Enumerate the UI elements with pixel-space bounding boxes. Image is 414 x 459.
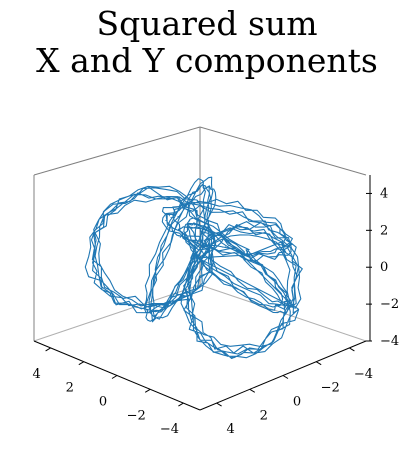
series-point-24	[168, 215, 170, 217]
y-tick-label-1: 2	[260, 408, 268, 423]
x-tick-0	[45, 347, 51, 352]
x-tick-label-3: −2	[127, 408, 146, 423]
y-tick-1	[249, 388, 256, 393]
z-tick-label-0: 4	[380, 186, 388, 201]
series-point-18	[224, 246, 227, 248]
series-point-5	[228, 245, 230, 247]
series-point-20	[195, 243, 198, 245]
series-point-17	[229, 244, 231, 247]
z-tick-label-2: 0	[380, 260, 388, 275]
series-point-19	[212, 246, 214, 249]
series-line	[84, 176, 303, 360]
chart-title-line-2: X and Y components	[36, 41, 378, 80]
series-point-6	[221, 246, 224, 248]
series-point-1	[189, 220, 191, 222]
series-point-15	[213, 233, 215, 235]
series-point-23	[165, 219, 167, 222]
series-point-4	[227, 240, 229, 242]
x-tick-4	[178, 402, 184, 407]
pane-edge-top-right	[199, 126, 367, 176]
x-tick-3	[144, 388, 151, 393]
x-tick-1	[78, 361, 85, 366]
y-tick-label-2: 0	[293, 395, 301, 410]
chart-title-line-1: Squared sum	[96, 4, 318, 43]
x-tick-label-1: 2	[66, 381, 74, 396]
series-point-2	[206, 227, 208, 229]
series-point-3	[220, 233, 222, 236]
series-point-22	[168, 226, 170, 228]
x-tick-label-2: 0	[99, 395, 107, 410]
pane-edge-top-left	[33, 126, 201, 176]
y-tick-3	[315, 361, 322, 366]
z-tick-label-3: −2	[380, 297, 399, 312]
series-point-9	[178, 235, 180, 237]
series-point-11	[166, 221, 168, 223]
y-tick-4	[349, 347, 355, 352]
z-tick-label-1: 2	[380, 223, 388, 238]
z-tick-label-4: −4	[380, 334, 399, 349]
y-tick-label-0: 4	[226, 422, 234, 437]
series-point-8	[193, 241, 195, 244]
x-tick-2	[111, 375, 118, 379]
x-tick-label-4: −4	[160, 422, 179, 437]
y-tick-label-3: −2	[321, 381, 340, 396]
pane-edge-floor-right	[199, 284, 367, 342]
series-point-16	[225, 240, 227, 242]
series-point-21	[179, 236, 181, 238]
x-tick-label-0: 4	[32, 367, 40, 382]
series-point-13	[177, 215, 179, 218]
series-point-12	[170, 216, 172, 219]
y-tick-2	[282, 375, 289, 379]
y-tick-0	[216, 402, 222, 407]
series-point-7	[209, 245, 211, 248]
series-point-25	[175, 213, 177, 215]
axis-ticks: 4 2 0 −2 −4 4 2 0 −2 −4 4 2 0 −2 −4	[32, 186, 399, 437]
series-point-14	[193, 224, 195, 226]
y-tick-label-4: −4	[354, 367, 373, 382]
data-series	[84, 176, 303, 360]
